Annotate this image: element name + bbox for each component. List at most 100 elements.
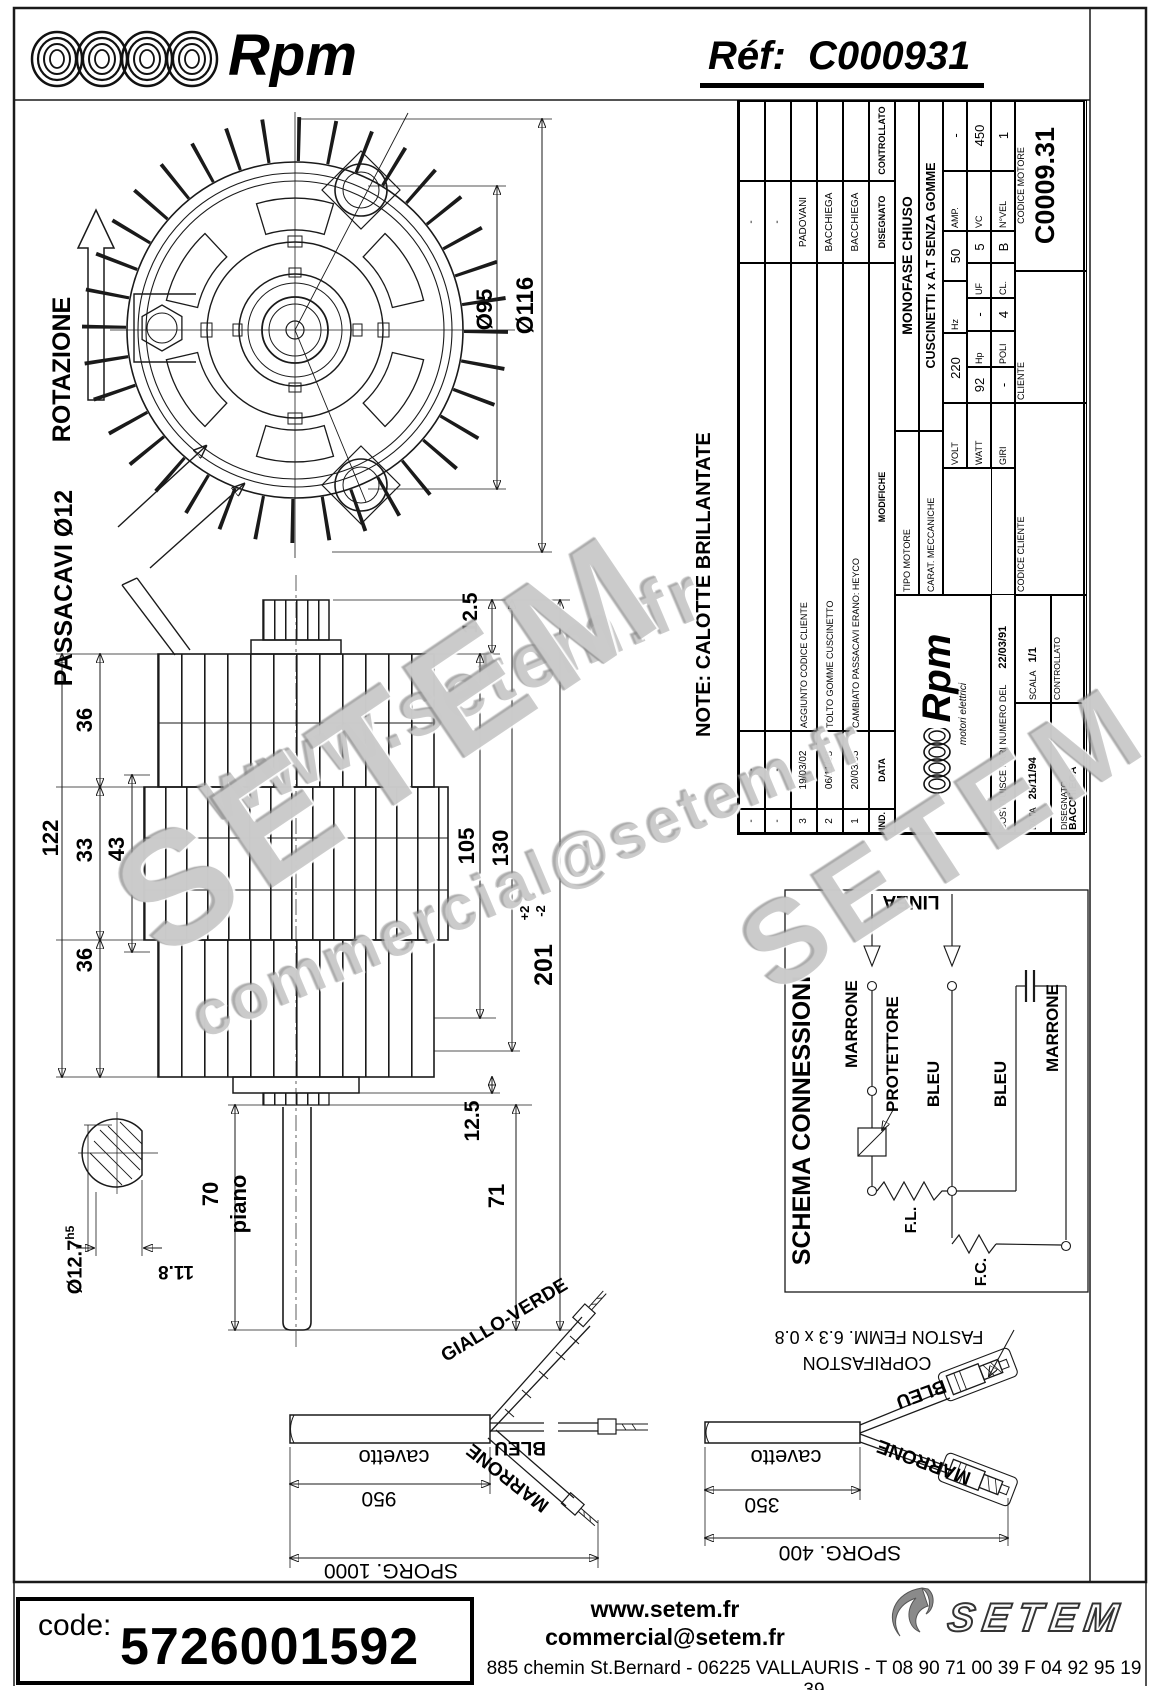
cable1000-sporgenza: SPORG. 1000 — [323, 1559, 459, 1582]
schema-bleu-cap-label: BLEU — [991, 1060, 1010, 1108]
tb-codice-cliente-cell: CODICE CLIENTE — [1015, 403, 1087, 595]
rev-row-desc: CAMBIATO PASSACAVI ERANO: HEYCO — [843, 263, 869, 731]
rev-row-checked — [817, 100, 843, 181]
tb-vc-value: 450 — [971, 124, 987, 147]
dim-dia116: Ø116 — [512, 276, 539, 335]
dim-dia95: Ø95 — [472, 288, 497, 331]
sheet-frame — [12, 6, 1148, 1686]
dim-36-top: 36 — [72, 707, 97, 733]
tb-watt-value: 92 — [971, 377, 987, 393]
rev-row-desc: TOLTO GOMME CUSCINETTO — [817, 263, 843, 731]
tb-amp-value: - — [947, 133, 963, 138]
tb-logo-text: Rpm — [915, 633, 959, 723]
reference-title: Réf: C000931 — [700, 34, 985, 88]
tb-logo-cell: Rpm motori elettrici — [895, 595, 991, 833]
dim-12-5-bottom: 12.5 — [461, 1100, 484, 1142]
rev-row-checked — [791, 100, 817, 181]
code-label: code: — [38, 1609, 112, 1642]
rev-row-desc — [765, 263, 791, 731]
schema-fl-label: F.L. — [903, 1206, 920, 1234]
rev-row-checked — [739, 100, 765, 181]
shaft-fit: h5 — [63, 1225, 77, 1240]
ref-label: Réf: — [708, 34, 786, 78]
dim-36-bottom: 36 — [72, 947, 97, 973]
front-view-drawing — [76, 112, 552, 569]
tb-volt-value: 220 — [947, 357, 963, 379]
tb-cl-value: B — [995, 242, 1011, 252]
tb-hz-label: Hz — [949, 319, 960, 330]
rev-row-checked — [765, 100, 791, 181]
tb-amp-label: AMP. — [949, 207, 960, 228]
cable400-sporgenza: SPORG. 400 — [778, 1541, 902, 1564]
rev-row-drawn: PADOVANI — [791, 181, 817, 263]
dim-71: 71 — [484, 1183, 509, 1209]
tb-hp-label: Hp — [973, 352, 984, 364]
rev-header-modifiche: MODIFICHE — [869, 263, 895, 731]
dim-70: 70 — [198, 1181, 223, 1207]
tb-cliente-cell: CLIENTE — [1015, 271, 1087, 403]
tb-logo-coils — [923, 728, 951, 795]
tb-nvel-label: N°VEL — [997, 200, 1008, 228]
schema-protettore-label: PROTETTORE — [883, 996, 902, 1112]
tb-hp-value: - — [971, 312, 987, 317]
tb-tipo-label: TIPO MOTORE — [901, 529, 912, 592]
cable1000-bleu-label: BLEU — [494, 1437, 546, 1458]
tb-uf-label: UF — [973, 283, 984, 295]
schema-marrone-cap-label: MARRONE — [1043, 984, 1062, 1072]
dim-201: 201 — [530, 944, 558, 986]
side-view-drawing — [56, 575, 572, 1348]
footer-website: www.setem.fr — [590, 1596, 740, 1622]
rev-row-desc: AGGIUNTO CODICE CLIENTE — [791, 263, 817, 731]
rev-row-drawn: BACCHIEGA — [817, 181, 843, 263]
tb-carat-label: CARAT. MECCANICHE — [925, 497, 936, 592]
cable400-length: 350 — [744, 1493, 780, 1516]
tb-poli-label: POLI — [997, 343, 1008, 364]
footer-address: 885 chemin St.Bernard - 06225 VALLAURIS … — [486, 1658, 1142, 1690]
schema-bleu-label: BLEU — [924, 1060, 943, 1108]
rev-header-controllato: CONTROLLATO — [869, 100, 895, 181]
coprifaston-label: COPRIFASTON — [802, 1353, 932, 1373]
code-box: code: 5726001592 — [16, 1597, 474, 1685]
ref-value: C000931 — [808, 34, 971, 78]
schema-fc-label: F.C. — [973, 1257, 990, 1287]
cable1000-length: 950 — [361, 1487, 397, 1510]
schema-connessioni-drawing — [784, 889, 1089, 1293]
cable-400-drawing — [705, 1329, 1018, 1546]
tb-cl-label: CL. — [997, 280, 1008, 295]
tb-giri-value: - — [995, 382, 1011, 388]
rotazione-label: ROTAZIONE — [48, 296, 76, 443]
tb-watt-label: WATT — [973, 440, 984, 466]
schema-marrone-label: MARRONE — [842, 980, 861, 1068]
tb-volt-label: VOLT — [949, 442, 960, 465]
rev-row-ind: 3 — [791, 809, 817, 833]
tb-poli-value: 4 — [995, 310, 1011, 319]
tb-codice-motore-cell: CODICE MOTORE C0009.31 — [1015, 100, 1087, 271]
cable1000-cavetto-label: cavetto — [358, 1445, 430, 1470]
shaft-dia-value: Ø12.7 — [64, 1239, 87, 1295]
footer-email: commercial@setem.fr — [545, 1624, 785, 1650]
setem-logo-text: SETEM — [944, 1595, 1130, 1641]
rpm-logo-coils — [30, 30, 219, 88]
tb-codice-motore-value: C0009.31 — [1030, 126, 1060, 245]
tb-logo-sub: motori elettrici — [958, 682, 969, 746]
piano-label: piano — [226, 1174, 251, 1234]
dim-122: 122 — [38, 819, 63, 857]
cable-1000-drawing — [290, 1290, 648, 1568]
rev-row-desc — [739, 263, 765, 731]
tb-tipo-value: MONOFASE CHIUSO — [899, 196, 915, 335]
code-value: 5726001592 — [120, 1618, 420, 1676]
tb-giri-label: GIRI — [997, 446, 1008, 465]
rev-row-checked — [843, 100, 869, 181]
rev-row-drawn: BACCHIEGA — [843, 181, 869, 263]
passacavi-label: PASSACAVI Ø12 — [50, 489, 78, 687]
rpm-logo-text: Rpm — [228, 23, 357, 88]
rev-row-drawn: - — [765, 181, 791, 263]
tb-hz-value: 50 — [947, 248, 963, 264]
tb-uf-value: 5 — [971, 243, 987, 251]
cable400-cavetto-label: cavetto — [750, 1445, 822, 1470]
tb-vc-label: VC — [973, 215, 984, 228]
dim-shaft-dia: Ø12.7h5 — [63, 1218, 87, 1302]
